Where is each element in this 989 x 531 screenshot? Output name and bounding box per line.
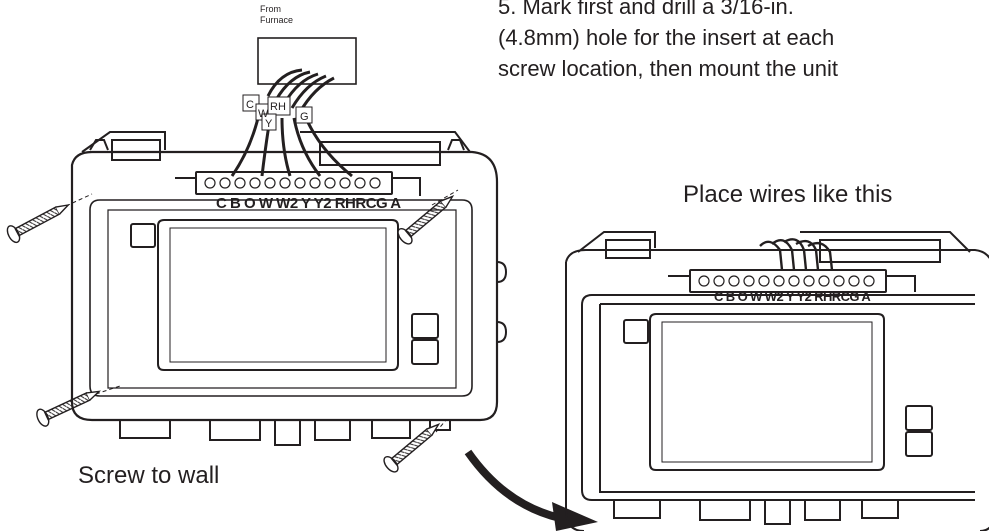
left-terminal-labels: C B O W W2 Y Y2 RHRCG A: [216, 195, 401, 212]
left-thermostat-base: [70, 131, 508, 446]
right-wires: [759, 238, 834, 271]
instruction-line-3: screw location, then mount the unit: [498, 56, 838, 81]
mounting-screws: [6, 195, 455, 473]
wire-tag-g: G: [300, 111, 309, 123]
wire-tag-c: C: [246, 99, 254, 111]
wire-tag-w: W: [258, 108, 269, 120]
right-terminal-labels: C B O W W2 Y Y2 RHRCG A: [714, 289, 871, 304]
furnace-wires: [230, 37, 357, 178]
screw-bottom-left: [36, 390, 102, 427]
screw-to-wall-caption: Screw to wall: [78, 462, 220, 489]
right-thermostat-base: [565, 231, 989, 531]
wire-tag-rh: RH: [270, 101, 286, 113]
screw-top-left: [6, 203, 71, 244]
place-wires-caption: Place wires like this: [683, 181, 893, 208]
wire-tag-y: Y: [265, 118, 273, 130]
screw-bottom-right: [383, 423, 441, 473]
left-terminal-screws: [204, 177, 381, 189]
instruction-line-1: 5. Mark first and drill a 3/16-in.: [498, 0, 794, 19]
screw-guide-lines: [65, 189, 459, 433]
wire-tags: [242, 94, 313, 131]
right-terminal-screws: [698, 275, 875, 287]
arrow-icon: [464, 449, 598, 531]
screw-top-right: [397, 195, 455, 245]
from-furnace-label: From Furnace: [260, 4, 294, 25]
instruction-line-2: (4.8mm) hole for the insert at each: [498, 25, 835, 50]
